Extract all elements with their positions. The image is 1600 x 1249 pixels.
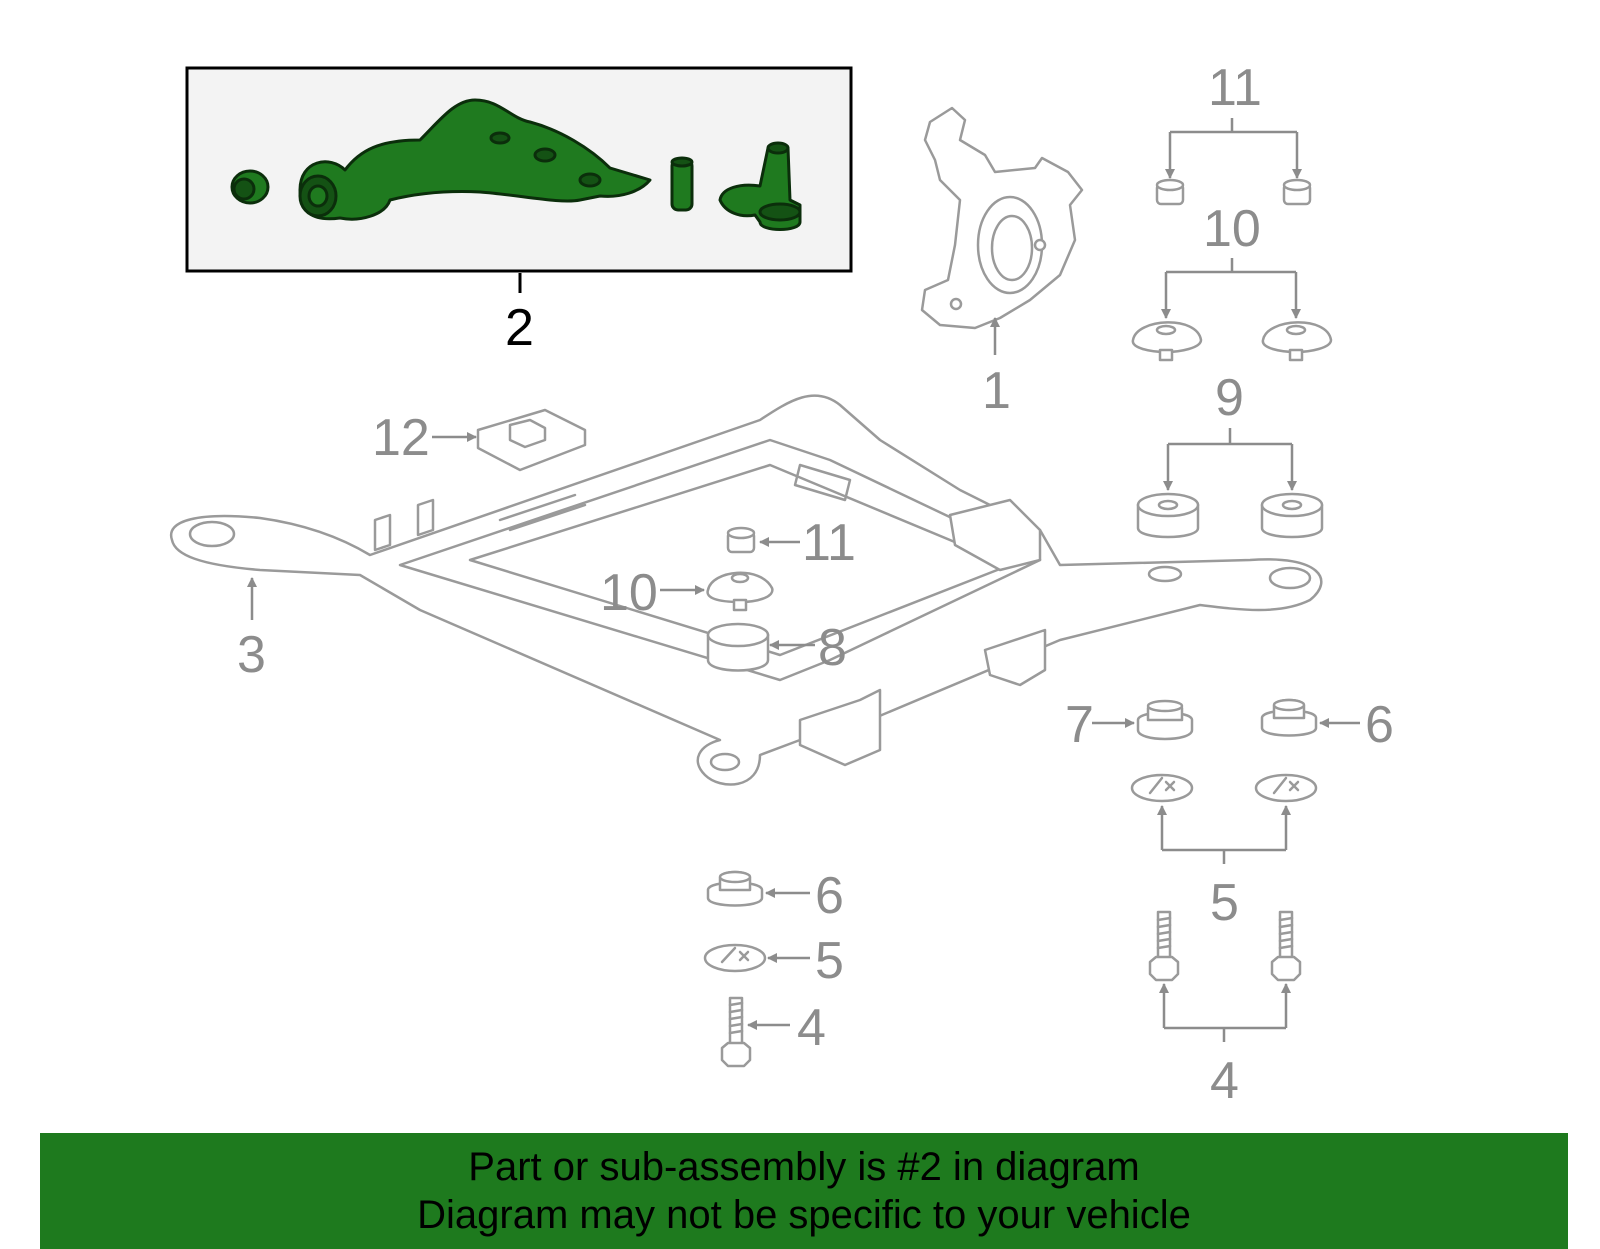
callout-4-left[interactable]: 4 <box>797 999 826 1057</box>
insulator-11-right-icons <box>1155 178 1312 206</box>
insulator-10-right-icons <box>1131 321 1333 362</box>
pin-icon <box>670 156 694 212</box>
washer-5-right-icons <box>1130 773 1318 803</box>
nut-clip-icon <box>476 408 587 472</box>
insulator-6-left-icon <box>706 870 764 907</box>
callout-5-left[interactable]: 5 <box>815 932 844 990</box>
footer-line-2: Diagram may not be specific to your vehi… <box>417 1193 1191 1237</box>
callout-9-group[interactable]: 9 <box>1215 369 1244 427</box>
callout-1[interactable]: 1 <box>982 362 1011 420</box>
callout-10-center[interactable]: 10 <box>600 564 658 622</box>
washer-5-left-icon <box>703 943 767 973</box>
insulator-9-icons <box>1136 492 1324 539</box>
callout-3[interactable]: 3 <box>237 626 266 684</box>
callout-12[interactable]: 12 <box>372 409 430 467</box>
insulator-11-center-icon <box>726 526 756 554</box>
callout-2[interactable]: 2 <box>505 299 534 357</box>
callout-10-group[interactable]: 10 <box>1203 200 1261 258</box>
footer-line-1: Part or sub-assembly is #2 in diagram <box>468 1145 1140 1189</box>
control-arm-box[interactable] <box>185 66 853 273</box>
insulator-6-right-icon <box>1260 698 1318 737</box>
insulator-8-icon <box>706 622 770 672</box>
bushing-icon <box>230 169 270 205</box>
callout-7[interactable]: 7 <box>1065 696 1094 754</box>
bolt-4-left-icon <box>720 996 752 1068</box>
callout-4-right[interactable]: 4 <box>1210 1052 1239 1110</box>
control-arm-icon <box>298 98 652 221</box>
steering-knuckle-icon <box>920 106 1084 330</box>
callout-5-right[interactable]: 5 <box>1210 874 1239 932</box>
ball-joint-icon <box>718 141 802 231</box>
callout-11-center[interactable]: 11 <box>802 514 856 572</box>
callout-6-right[interactable]: 6 <box>1365 696 1394 754</box>
footer-banner: Part or sub-assembly is #2 in diagram Di… <box>40 1133 1568 1249</box>
callout-8[interactable]: 8 <box>818 619 847 677</box>
insulator-10-center-icon <box>706 571 774 612</box>
callout-11-group[interactable]: 11 <box>1208 59 1262 117</box>
insulator-7-icon <box>1136 699 1194 741</box>
callout-6-left[interactable]: 6 <box>815 867 844 925</box>
bolt-4-right-icons <box>1148 910 1302 982</box>
